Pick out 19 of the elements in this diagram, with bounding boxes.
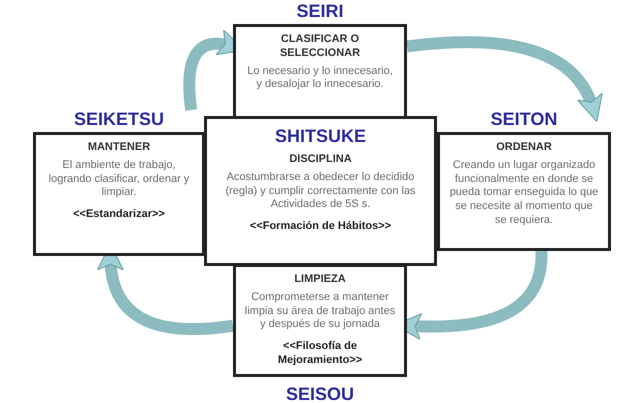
curved-arrow <box>406 36 602 122</box>
description: Lo necesario y lo innecesario, y desalojar lo innecesario. <box>246 64 394 92</box>
motto: <<Estandarizar>> <box>73 208 165 222</box>
motto: <<Formación de Hábitos>> <box>250 220 392 234</box>
pillar-heading: SEIKETSU <box>72 110 166 128</box>
pillar-heading: SHITSUKE <box>274 127 366 145</box>
pillar-heading: SEITON <box>490 110 558 128</box>
description: El ambiente de trabajo, logrando clasificar, ordenar y limpiar. <box>48 158 190 200</box>
description: Comprometerse a mantener limpia su área de trabajo antes y después de su jornada <box>244 290 396 332</box>
subheading: CLASIFICAR O SELECCIONAR <box>278 33 362 60</box>
pillar-heading: SEISOU <box>284 384 356 402</box>
subheading: ORDENAR <box>496 141 552 155</box>
subheading: MANTENER <box>88 141 150 155</box>
pillar-heading: SEIRI <box>295 2 344 20</box>
description: Creando un lugar organizado funcionalmente en donde se pueda tomar enseguida lo que se necesite al momento que se requiera. <box>448 158 600 228</box>
description: Acostumbrarse a obedecer lo decidido (regla) y cumplir correctamente con las Actividades de 5S s. <box>224 170 417 212</box>
subheading: DISCIPLINA <box>289 153 352 167</box>
motto: <<Filosofía de Mejoramiento>> <box>276 340 364 368</box>
subheading: LIMPIEZA <box>294 273 346 287</box>
